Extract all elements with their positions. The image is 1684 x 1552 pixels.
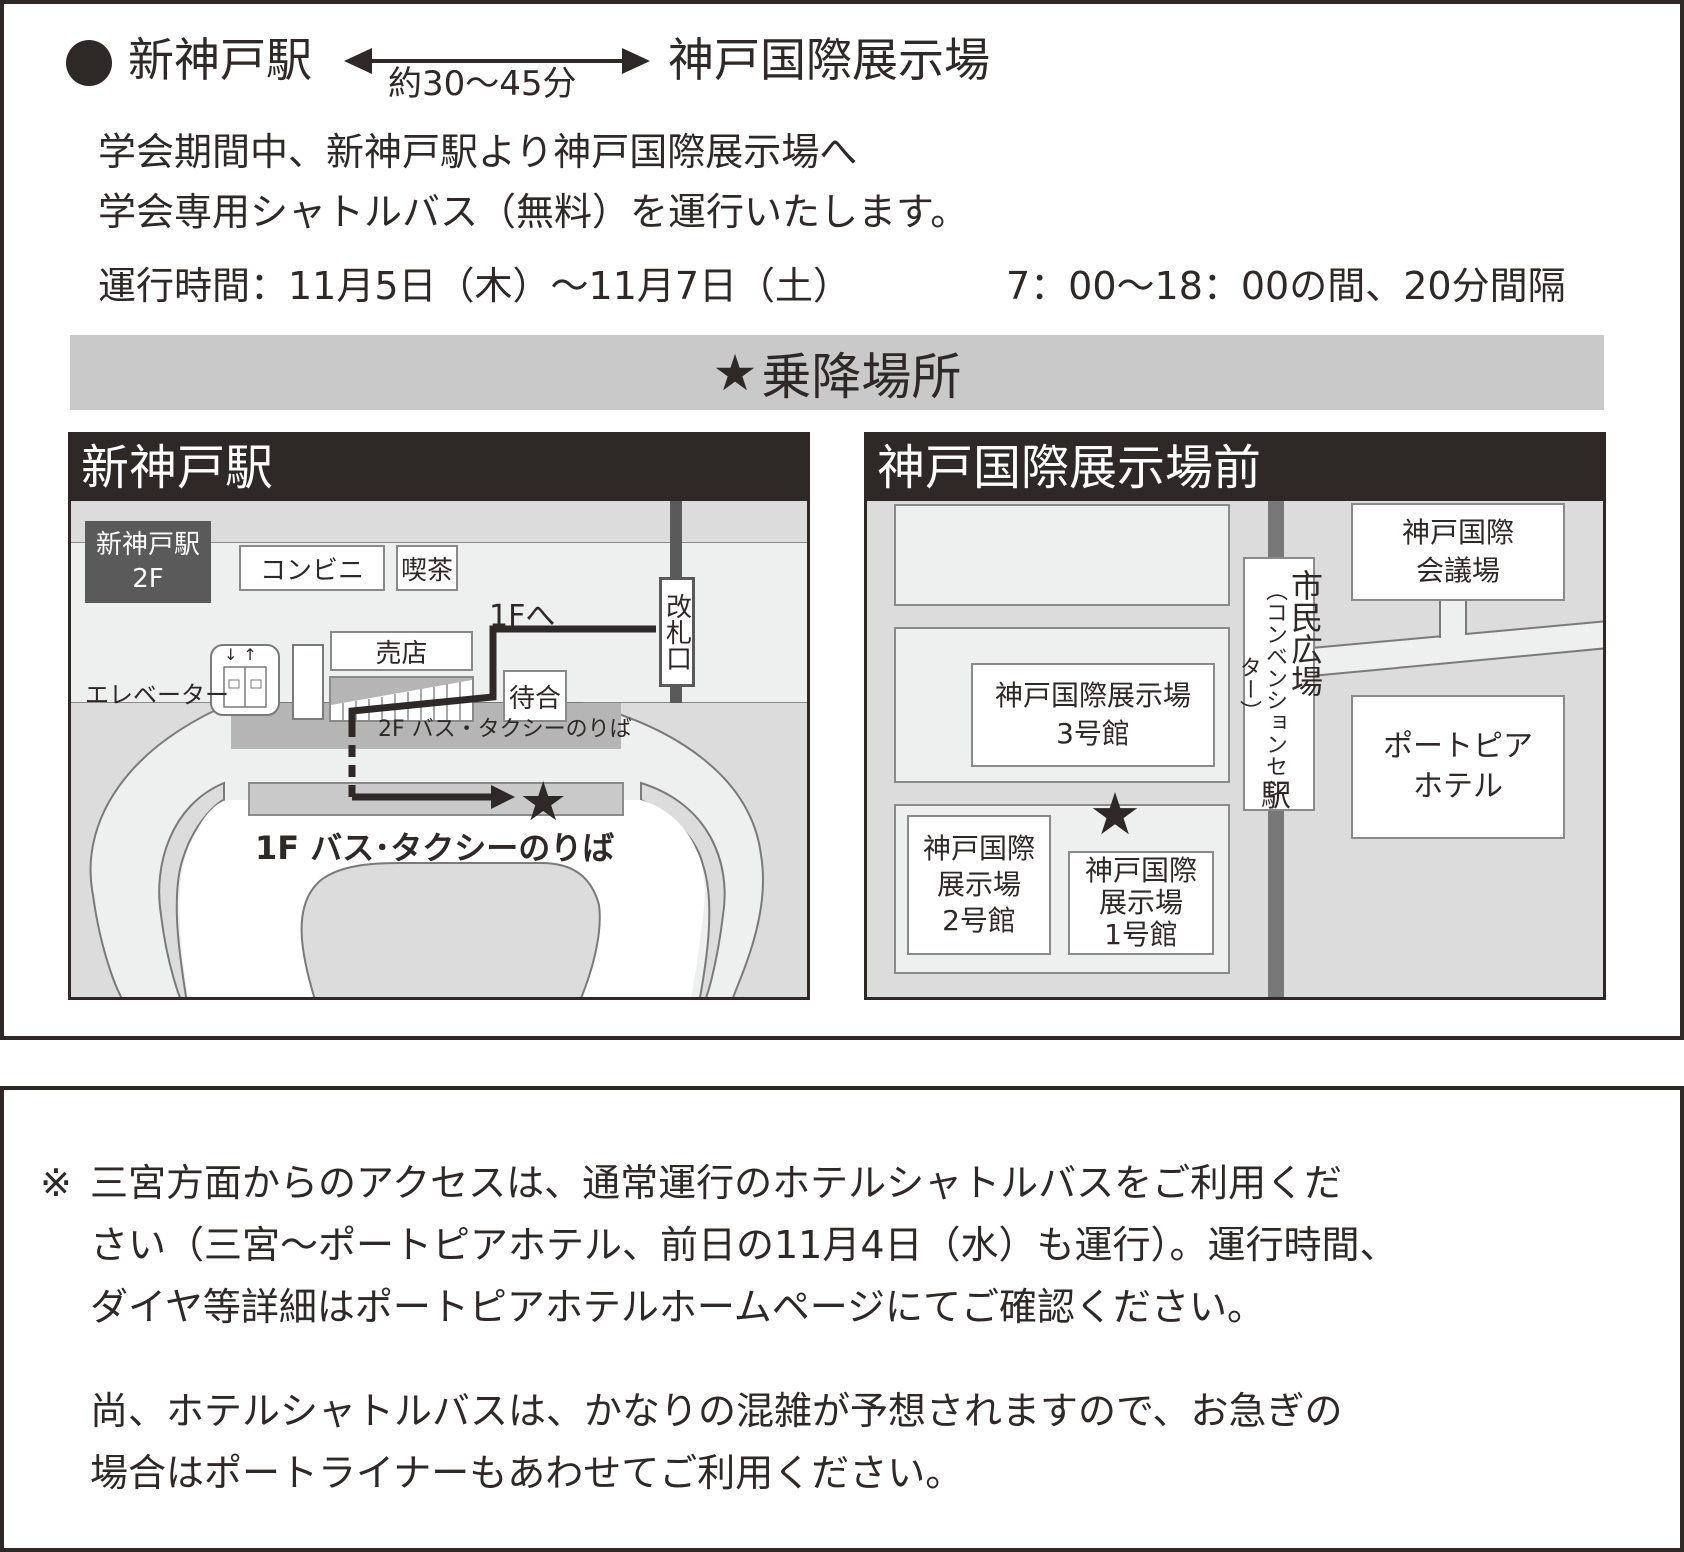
hall-2: 神戸国際 展示場 2号館 [907, 815, 1051, 955]
hall-2-number: 2号館 [942, 904, 1016, 937]
note-p1-line1: 三宮方面からのアクセスは、通常運行のホテルシャトルバスをご利用くだ [90, 1161, 1343, 1205]
hotel-name2: ホテル [1413, 769, 1503, 804]
route-destination: 神戸国際展示場 [668, 33, 990, 87]
hall-3-name: 神戸国際展示場 [994, 679, 1191, 712]
convenience-store: コンビニ [239, 545, 385, 591]
station-suffix: 駅 [1261, 779, 1291, 814]
double-arrow-icon [344, 48, 650, 74]
map-title: 神戸国際展示場前 [867, 435, 1603, 501]
star-icon: ★ [1089, 780, 1141, 848]
cafe: 喫茶 [396, 545, 458, 591]
station-floor-plan [71, 501, 807, 997]
hotel-name1: ポートピア [1383, 729, 1533, 764]
star-icon: ★ [712, 343, 758, 402]
note-p2-line1: 尚、ホテルシャトルバスは、かなりの混雑が予想されますので、お急ぎの [90, 1389, 1343, 1433]
bullet-icon [66, 40, 112, 86]
boarding-location-banner: ★ 乗降場所 [70, 335, 1604, 410]
route-origin: 新神戸駅 [128, 33, 312, 87]
hall-3: 神戸国際展示場 3号館 [971, 663, 1215, 767]
hall-1-name1: 神戸国際 [1084, 854, 1197, 887]
elevator-label: エレベーター [85, 681, 229, 709]
note-p2-line2: 場合はポートライナーもあわせてご利用ください。 [90, 1451, 964, 1495]
to-1f-label: 1Fへ [489, 599, 556, 634]
conference-center-name1: 神戸国際 [1401, 516, 1514, 549]
waiting-room: 待合 [503, 670, 567, 722]
conference-center-name2: 会議場 [1415, 554, 1500, 587]
notes-panel [0, 1086, 1684, 1552]
note-p1-line2: さい（三宮〜ポートピアホテル、前日の11月4日（水）も運行）。運行時間、 [90, 1223, 1398, 1267]
kiosk: 売店 [330, 631, 473, 671]
pickup-1f-label: 1F バス･タクシーのりば [255, 829, 615, 867]
portopia-hotel: ポートピア ホテル [1351, 695, 1565, 839]
map-shin-kobe-station: 新神戸駅 [68, 432, 810, 1000]
map-title: 新神戸駅 [71, 435, 807, 501]
shimin-hiroba-station: （コンベンションセンター） 市民広場 [1236, 557, 1324, 811]
schedule-hours: 7：00〜18：00の間、20分間隔 [1006, 264, 1566, 308]
station-name: 市民広場 [1286, 569, 1324, 697]
hall-1-number: 1号館 [1104, 918, 1178, 951]
floor-badge: 新神戸駅 2F [85, 521, 211, 603]
ticket-gate: 改札口 [659, 577, 695, 687]
hall-2-name2: 展示場 [936, 868, 1021, 901]
hall-3-number: 3号館 [1056, 717, 1130, 750]
floor-badge-station: 新神戸駅 [95, 530, 200, 560]
station-subtitle: （コンベンションセンター） [1236, 579, 1287, 799]
note-p1-line3: ダイヤ等詳細はポートピアホテルホームページにてご確認ください。 [90, 1285, 1265, 1329]
hall-1-name2: 展示場 [1098, 886, 1183, 919]
kobe-international-conference-center: 神戸国際 会議場 [1351, 503, 1565, 601]
hall-2-name1: 神戸国際 [922, 832, 1035, 865]
banner-label: 乗降場所 [761, 347, 962, 406]
map-exhibition-hall: 神戸国際展示場前 神戸国際展示場 3号館 神戸国際 展示場 2号館 神戸国際 展… [864, 432, 1606, 1000]
info-text-line1: 学会期間中、新神戸駅より神戸国際展示場へ [98, 130, 858, 174]
pickup-2f-label: 2F バス・タクシーのりば [378, 717, 632, 742]
floor-badge-floor: 2F [132, 564, 164, 594]
note-mark: ※ [40, 1161, 72, 1205]
route-duration: 約30〜45分 [388, 64, 577, 104]
hall-1: 神戸国際 展示場 1号館 [1068, 851, 1214, 955]
info-text-line2: 学会専用シャトルバス（無料）を運行いたします。 [98, 190, 969, 234]
elevator-arrows-icon: ↓↑ [224, 645, 263, 664]
schedule-dates: 運行時間：11月5日（木）〜11月7日（土） [98, 264, 852, 308]
star-icon: ★ [519, 770, 568, 833]
